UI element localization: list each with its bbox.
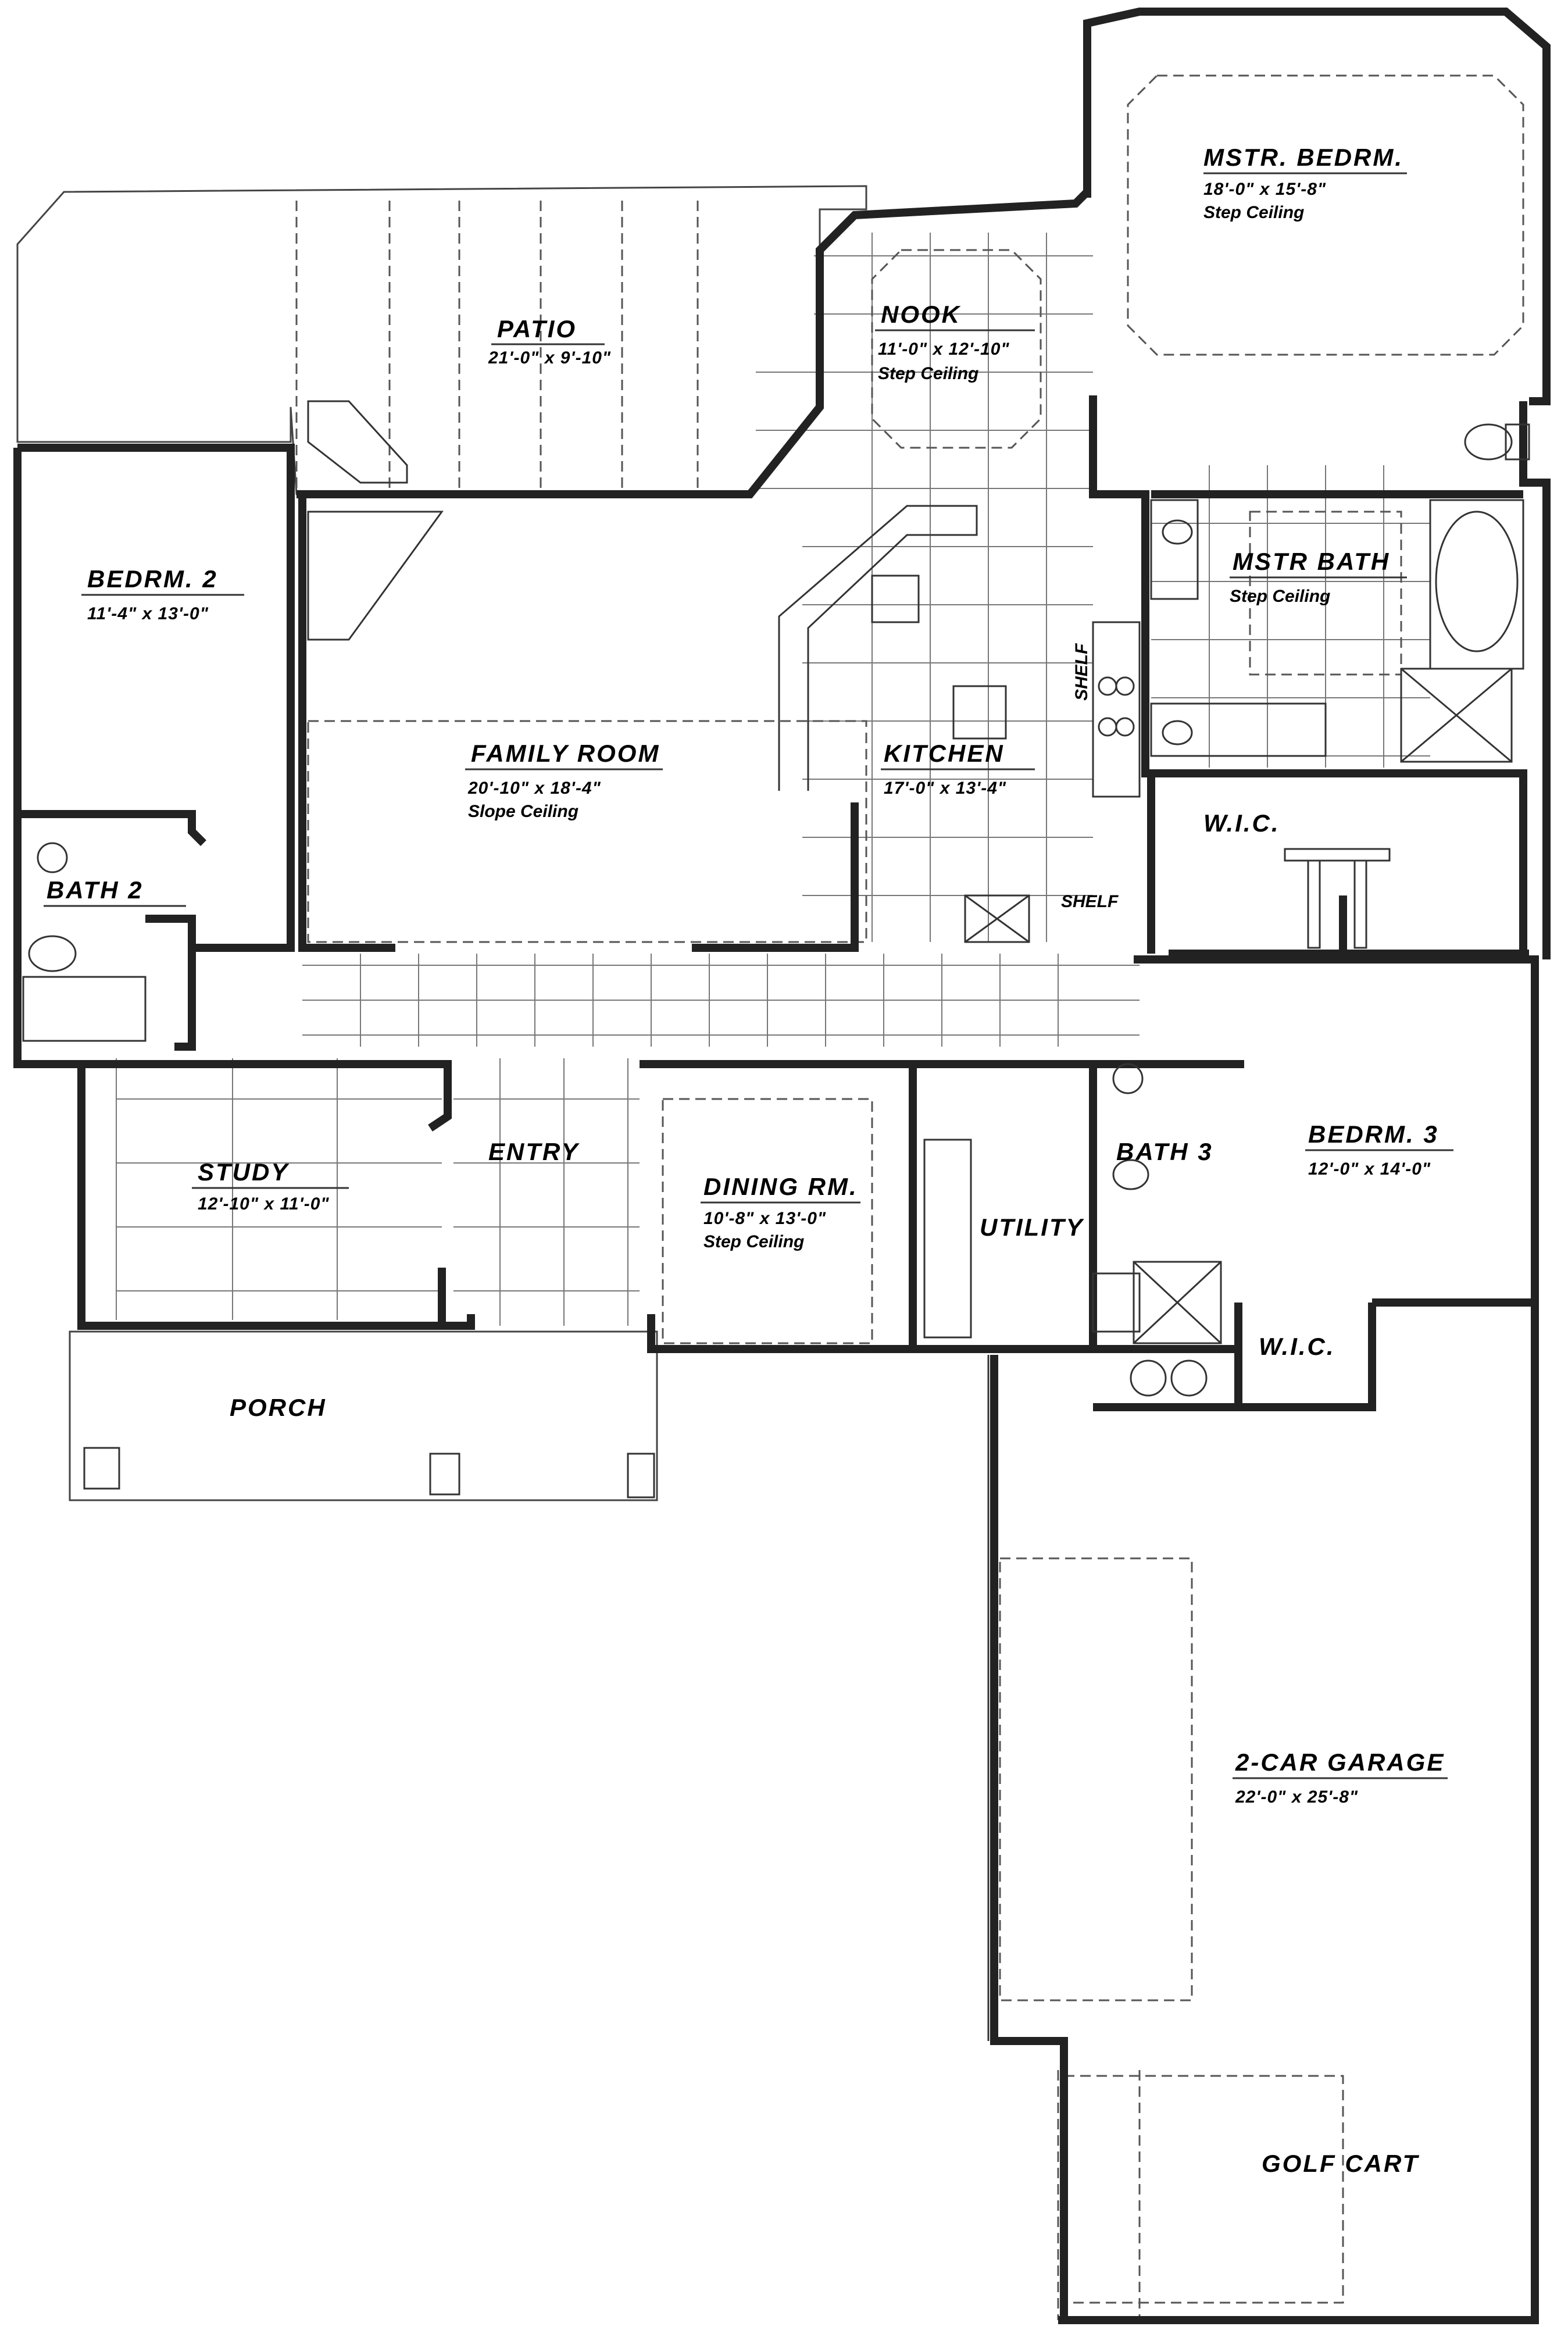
mstr-bath-note: Step Ceiling: [1230, 587, 1330, 606]
nook-note: Step Ceiling: [878, 364, 978, 383]
fixtures: [22, 400, 1530, 2041]
mstr-bedrm-note: Step Ceiling: [1203, 203, 1304, 222]
porch-name: PORCH: [230, 1394, 327, 1421]
mstr-bedrm-name: MSTR. BEDRM.: [1203, 144, 1403, 171]
dining-name: DINING RM.: [703, 1173, 858, 1200]
patio-dims: 21'-0" x 9'-10": [488, 348, 611, 367]
patio-name: PATIO: [497, 315, 577, 342]
garage-dims: 22'-0" x 25'-8": [1235, 1787, 1358, 1807]
dining-dims: 10'-8" x 13'-0": [703, 1209, 826, 1228]
bath2-name: BATH 2: [47, 876, 144, 904]
utility-name: UTILITY: [980, 1214, 1085, 1241]
tile-grids: [116, 201, 1430, 1326]
family-room-note: Slope Ceiling: [468, 802, 578, 821]
kitchen-dims: 17'-0" x 13'-4": [884, 779, 1006, 798]
bedrm3-name: BEDRM. 3: [1308, 1121, 1439, 1148]
room-labels: MSTR. BEDRM. 18'-0" x 15'-8" Step Ceilin…: [47, 144, 1445, 2177]
golf-cart-name: GOLF CART: [1262, 2150, 1420, 2177]
entry-name: ENTRY: [488, 1138, 580, 1165]
bedrm2-name: BEDRM. 2: [87, 565, 218, 593]
bath3-name: BATH 3: [1116, 1138, 1213, 1165]
mstr-bath-name: MSTR BATH: [1233, 548, 1390, 575]
garage-name: 2-CAR GARAGE: [1235, 1749, 1445, 1776]
study-dims: 12'-10" x 11'-0": [198, 1194, 330, 1214]
study-name: STUDY: [198, 1158, 290, 1186]
wic3-name: W.I.C.: [1259, 1333, 1335, 1360]
walls: [13, 8, 1551, 2324]
label-underlines: [44, 172, 1453, 1779]
nook-name: NOOK: [881, 301, 961, 328]
bedrm3-dims: 12'-0" x 14'-0": [1308, 1159, 1431, 1179]
wic-master-name: W.I.C.: [1203, 809, 1280, 837]
shelf-label: SHELF: [1061, 892, 1119, 911]
dining-note: Step Ceiling: [703, 1232, 804, 1251]
bedrm2-dims: 11'-4" x 13'-0": [87, 604, 209, 623]
shelf-vertical-label: SHELF: [1072, 643, 1091, 701]
mstr-bedrm-dims: 18'-0" x 15'-8": [1203, 180, 1326, 199]
family-room-name: FAMILY ROOM: [471, 740, 660, 767]
kitchen-name: KITCHEN: [884, 740, 1005, 767]
concrete-slabs: [16, 185, 867, 1501]
family-room-dims: 20'-10" x 18'-4": [467, 779, 601, 798]
nook-dims: 11'-0" x 12'-10": [878, 340, 1010, 359]
